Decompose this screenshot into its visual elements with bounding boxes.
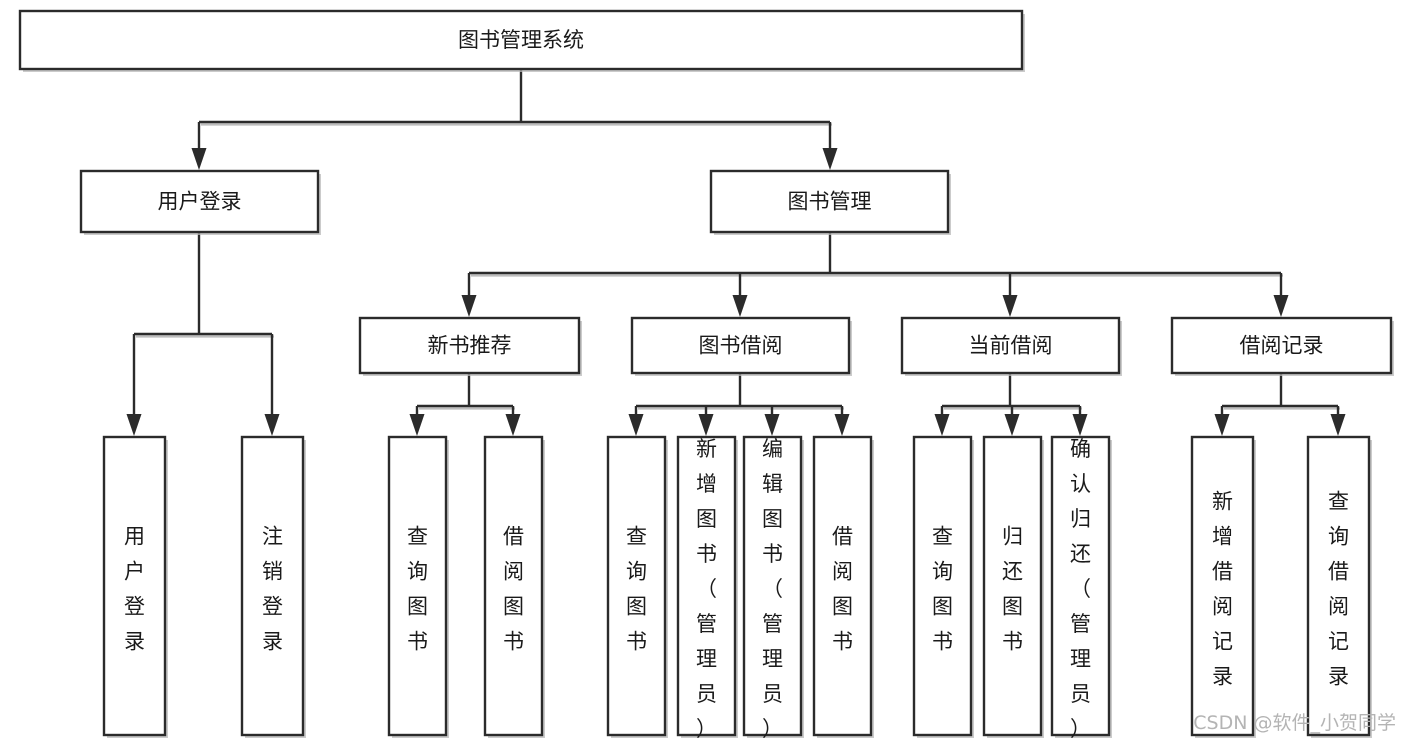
node-root[interactable]: 图书管理系统 [18, 9, 1025, 72]
node-box[interactable] [900, 316, 1121, 375]
node-label: 图书借阅 [699, 334, 783, 358]
node-box[interactable] [1190, 435, 1255, 737]
arrow-head-icon [1004, 414, 1020, 436]
node-box[interactable] [742, 435, 803, 737]
node-leaf-return-book[interactable]: 归还图书 [982, 435, 1044, 738]
node-label: 当前借阅 [969, 334, 1053, 358]
arrow-head-icon [698, 414, 714, 436]
arrow-head-icon [126, 414, 142, 436]
node-label: 用户登录 [124, 524, 145, 653]
node-leaf-borrow-book[interactable]: 借阅图书 [812, 435, 874, 738]
node-label: 用户登录 [158, 190, 242, 214]
node-label: 归还图书 [1002, 524, 1023, 653]
node-box[interactable] [1170, 316, 1393, 375]
node-leaf-user-logout[interactable]: 注销登录 [240, 435, 306, 738]
arrow-head-icon [1273, 295, 1289, 317]
node-label: 查询图书 [932, 524, 953, 653]
node-layer: 图书管理系统用户登录图书管理新书推荐图书借阅当前借阅借阅记录用户登录注销登录查询… [18, 9, 1394, 741]
node-box[interactable] [18, 9, 1024, 71]
connector-group-book-manage [461, 232, 1289, 317]
arrow-head-icon [1002, 295, 1018, 317]
arrow-head-icon [264, 414, 280, 436]
arrow-head-icon [191, 148, 207, 170]
arrow-head-icon [461, 295, 477, 317]
connector-group-borrow-record [1214, 373, 1346, 436]
node-box[interactable] [102, 435, 167, 737]
arrow-head-icon [834, 414, 850, 436]
node-box[interactable] [630, 316, 851, 375]
node-label: 图书管理 [788, 190, 872, 214]
arrow-head-icon [1330, 414, 1346, 436]
node-label: 注销登录 [262, 524, 283, 653]
node-label: 查询图书 [407, 524, 428, 653]
node-leaf-query-record[interactable]: 查询借阅记录 [1306, 435, 1372, 738]
node-leaf-query-book-rec[interactable]: 查询图书 [387, 435, 449, 738]
node-box[interactable] [1050, 435, 1111, 737]
node-leaf-borrow-book-rec[interactable]: 借阅图书 [483, 435, 545, 738]
node-label: 新增借阅记录 [1212, 489, 1233, 688]
node-box[interactable] [387, 435, 448, 737]
node-label: 查询图书 [626, 524, 647, 653]
node-leaf-query-book-current[interactable]: 查询图书 [912, 435, 974, 738]
node-label: 查询借阅记录 [1328, 489, 1349, 688]
node-current-borrow[interactable]: 当前借阅 [900, 316, 1122, 376]
arrow-head-icon [822, 148, 838, 170]
node-leaf-user-login[interactable]: 用户登录 [102, 435, 168, 738]
node-box[interactable] [709, 169, 950, 234]
connector-group-book-borrow [628, 373, 850, 436]
node-label: 借阅图书 [832, 524, 853, 653]
node-label: 确认归还（管理员） [1070, 437, 1091, 741]
node-leaf-edit-book[interactable]: 编辑图书（管理员） [742, 435, 804, 741]
arrow-head-icon [628, 414, 644, 436]
arrow-head-icon [409, 414, 425, 436]
node-borrow-record[interactable]: 借阅记录 [1170, 316, 1394, 376]
node-book-borrow[interactable]: 图书借阅 [630, 316, 852, 376]
node-box[interactable] [1306, 435, 1371, 737]
node-label: 编辑图书（管理员） [762, 437, 783, 741]
node-label: 新增图书（管理员） [696, 437, 717, 741]
node-box[interactable] [358, 316, 581, 375]
node-leaf-add-book[interactable]: 新增图书（管理员） [676, 435, 738, 741]
node-label: 图书管理系统 [458, 28, 584, 52]
arrow-head-icon [1214, 414, 1230, 436]
node-box[interactable] [483, 435, 544, 737]
connector-layer [126, 69, 1346, 436]
connector-group-user-login [126, 232, 280, 436]
connector-group-root [191, 69, 838, 170]
node-box[interactable] [606, 435, 667, 737]
arrow-head-icon [732, 295, 748, 317]
arrow-head-icon [764, 414, 780, 436]
csdn-watermark: CSDN @软件_小贺同学 [1193, 712, 1396, 734]
node-leaf-confirm-return[interactable]: 确认归还（管理员） [1050, 435, 1112, 741]
node-label: 借阅图书 [503, 524, 524, 653]
arrow-head-icon [934, 414, 950, 436]
node-box[interactable] [812, 435, 873, 737]
connector-group-current-borrow [934, 373, 1088, 436]
node-user-login[interactable]: 用户登录 [79, 169, 321, 235]
node-book-manage[interactable]: 图书管理 [709, 169, 951, 235]
node-box[interactable] [240, 435, 305, 737]
node-box[interactable] [79, 169, 320, 234]
node-leaf-query-book-borrow[interactable]: 查询图书 [606, 435, 668, 738]
node-new-book-rec[interactable]: 新书推荐 [358, 316, 582, 376]
node-label: 借阅记录 [1240, 334, 1324, 358]
arrow-head-icon [505, 414, 521, 436]
node-box[interactable] [912, 435, 973, 737]
connector-group-new-book-rec [409, 373, 521, 436]
node-box[interactable] [676, 435, 737, 737]
node-label: 新书推荐 [428, 334, 512, 358]
node-leaf-add-record[interactable]: 新增借阅记录 [1190, 435, 1256, 738]
arrow-head-icon [1072, 414, 1088, 436]
node-box[interactable] [982, 435, 1043, 737]
